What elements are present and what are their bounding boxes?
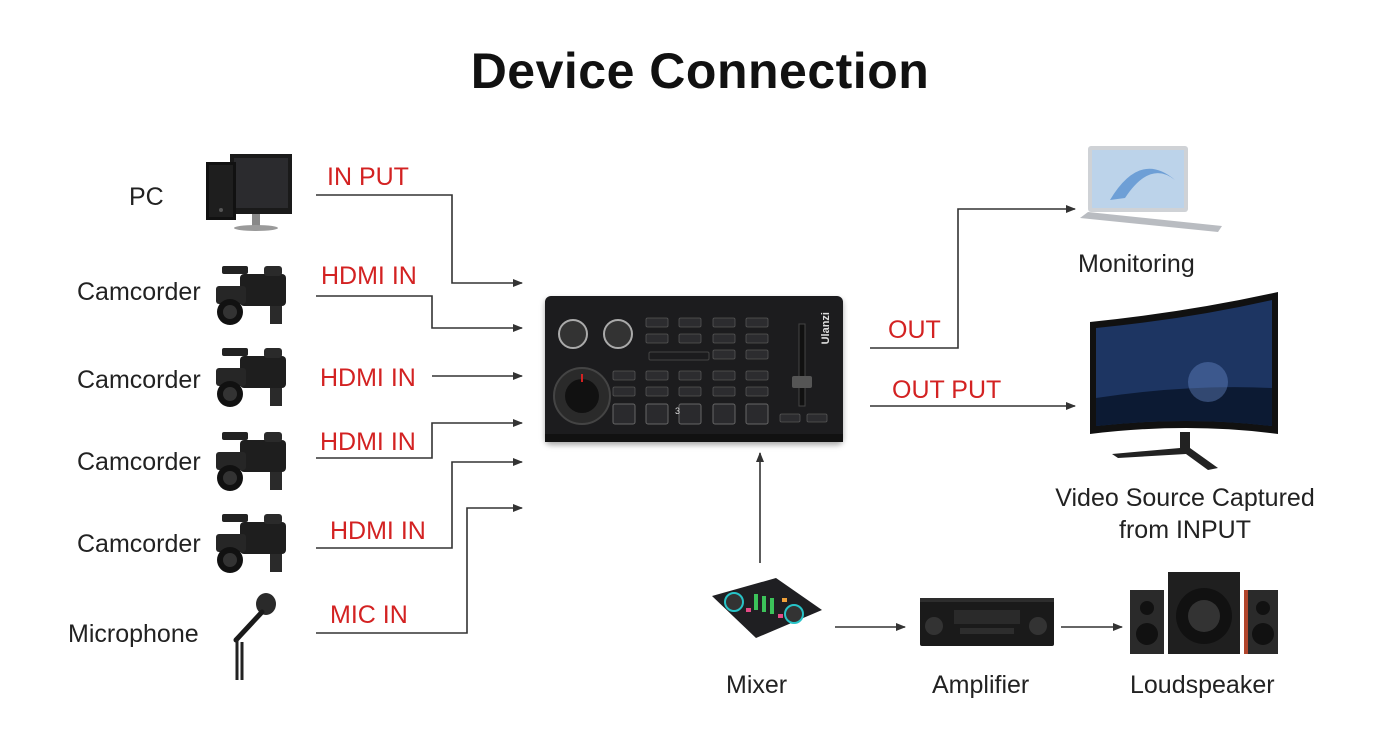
- page-title: Device Connection: [470, 43, 930, 99]
- camcorder-icon-4: [216, 514, 286, 573]
- curved-monitor-icon: [1090, 292, 1278, 470]
- camcorder-icon-3: [216, 432, 286, 491]
- microphone-icon: [233, 593, 276, 680]
- device-label-loudspeaker: Loudspeaker: [1130, 671, 1275, 699]
- device-label-camcorder-4: Camcorder: [77, 530, 201, 558]
- device-label-mixer: Mixer: [726, 671, 788, 699]
- camcorder-icon-1: [216, 266, 286, 325]
- wire-camcorder-4: [316, 458, 523, 549]
- wire-microphone: [316, 504, 523, 634]
- port-label-output: OUT PUT: [892, 376, 1002, 404]
- amplifier-icon: [920, 598, 1054, 646]
- laptop-icon: [1080, 146, 1222, 232]
- wire-camcorder-1: [316, 295, 523, 332]
- pc-icon: [206, 154, 292, 231]
- camcorder-icon-2: [216, 348, 286, 407]
- device-label-camcorder-1: Camcorder: [77, 278, 201, 306]
- port-label-camcorder-3: HDMI IN: [320, 428, 416, 456]
- switcher-brand: Ulanzi: [820, 312, 832, 345]
- switcher-key-3: 3: [675, 406, 681, 416]
- device-label-microphone: Microphone: [68, 620, 199, 648]
- port-label-out: OUT: [888, 316, 941, 344]
- device-label-monitoring: Monitoring: [1078, 250, 1195, 278]
- switcher-panel: [545, 317, 843, 442]
- port-label-camcorder-2: HDMI IN: [320, 364, 416, 392]
- wire-out: [870, 205, 1076, 349]
- device-label-amplifier: Amplifier: [932, 671, 1030, 699]
- port-label-pc: IN PUT: [327, 163, 409, 191]
- port-label-camcorder-4: HDMI IN: [330, 517, 426, 545]
- device-label-pc: PC: [129, 183, 164, 211]
- port-label-camcorder-1: HDMI IN: [321, 262, 417, 290]
- device-label-camcorder-2: Camcorder: [77, 366, 201, 394]
- mixer-icon: [712, 578, 822, 638]
- loudspeaker-icon: [1130, 572, 1278, 654]
- device-label-video-source-line1: Video Source Captured: [1055, 484, 1315, 512]
- device-label-video-source-line2: from INPUT: [1119, 516, 1251, 544]
- device-label-camcorder-3: Camcorder: [77, 448, 201, 476]
- video-switcher: Ulanzi 3: [545, 296, 843, 442]
- wire-camcorder-3: [316, 419, 523, 459]
- wire-pc: [316, 194, 523, 287]
- port-label-microphone: MIC IN: [330, 601, 408, 629]
